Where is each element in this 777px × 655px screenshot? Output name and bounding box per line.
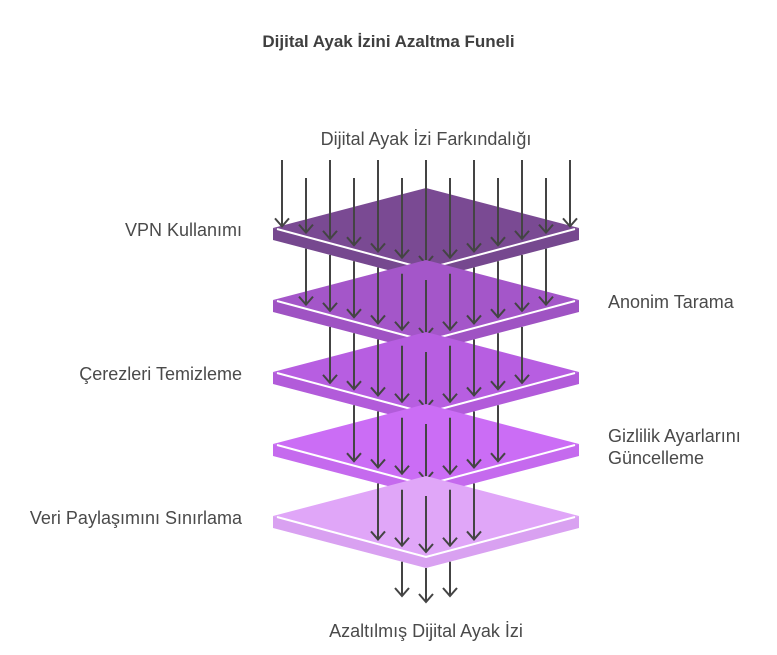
- flow-arrow: [394, 489, 410, 548]
- input-label: Dijital Ayak İzi Farkındalığı: [320, 129, 532, 149]
- flow-arrow: [514, 160, 530, 241]
- stage-label-limit-data-sharing: Veri Paylaşımını Sınırlama: [29, 508, 242, 528]
- flow-arrow: [298, 248, 314, 307]
- output-arrow: [394, 561, 410, 598]
- flow-arrow: [466, 267, 482, 325]
- flow-arrow: [346, 261, 362, 319]
- stage-label-anonymous-browsing: Anonim Tarama: [608, 292, 734, 312]
- flow-arrow: [442, 345, 458, 404]
- stage-label-clear-cookies: Çerezleri Temizleme: [79, 364, 242, 384]
- flow-arrow: [274, 160, 290, 228]
- flow-arrow: [370, 411, 386, 469]
- flow-arrow: [370, 483, 386, 541]
- flow-arrow: [466, 339, 482, 397]
- flow-arrow: [370, 267, 386, 325]
- flow-arrow: [466, 160, 482, 253]
- output-arrow: [442, 561, 458, 598]
- flow-arrow: [346, 178, 362, 247]
- flow-arrow: [514, 326, 530, 385]
- flow-arrow: [442, 417, 458, 476]
- flow-arrow: [322, 254, 338, 313]
- flow-arrow: [514, 254, 530, 313]
- layer-edge: [276, 516, 576, 559]
- flow-arrow: [298, 178, 314, 235]
- flow-arrow: [394, 273, 410, 332]
- flow-arrow: [466, 411, 482, 469]
- output-arrow: [418, 568, 434, 604]
- flow-arrow: [370, 339, 386, 397]
- flow-arrow: [538, 178, 554, 235]
- flow-arrow: [490, 261, 506, 319]
- flow-arrow: [394, 178, 410, 260]
- flow-arrow: [442, 273, 458, 332]
- flow-arrow: [442, 178, 458, 260]
- flow-arrow: [442, 489, 458, 548]
- flow-arrow: [490, 333, 506, 391]
- flow-arrow: [418, 496, 434, 554]
- flow-arrow: [562, 160, 578, 228]
- flow-arrow: [394, 417, 410, 476]
- flow-arrow: [394, 345, 410, 404]
- flow-arrow: [490, 405, 506, 463]
- diagram-title: Dijital Ayak İzini Azaltma Funeli: [262, 32, 515, 51]
- flow-arrow: [346, 405, 362, 463]
- flow-arrow: [466, 483, 482, 541]
- flow-arrow: [346, 333, 362, 391]
- flow-arrow: [322, 160, 338, 241]
- flow-arrow: [370, 160, 386, 253]
- flow-arrow: [490, 178, 506, 247]
- flow-arrow: [538, 248, 554, 307]
- stage-label-privacy-settings: Gizlilik Ayarlarını Güncelleme: [608, 426, 741, 468]
- stage-label-vpn: VPN Kullanımı: [124, 220, 242, 240]
- flow-arrow: [322, 326, 338, 385]
- output-label: Azaltılmış Dijital Ayak İzi: [329, 621, 523, 641]
